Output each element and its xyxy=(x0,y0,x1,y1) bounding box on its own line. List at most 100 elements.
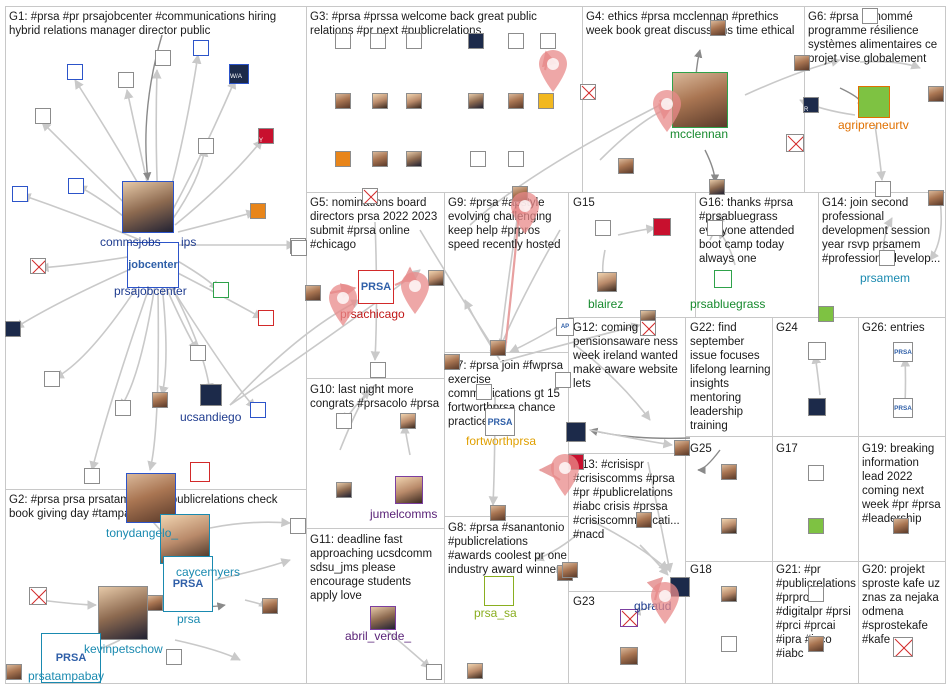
node-abril-verde-avatar[interactable] xyxy=(370,606,396,630)
node-logo[interactable] xyxy=(808,398,826,416)
node-logo[interactable] xyxy=(155,50,171,66)
node-avatar[interactable] xyxy=(428,270,444,286)
node-logo[interactable] xyxy=(862,8,878,24)
node-jumelcomms-avatar[interactable] xyxy=(395,476,423,504)
node-avatar[interactable] xyxy=(305,285,321,301)
node-label-prsabluegrass[interactable]: prsabluegrass xyxy=(690,297,766,311)
node-label-tonydangelo[interactable]: tonydangelo_ xyxy=(106,526,179,540)
node-avatar[interactable] xyxy=(721,586,737,602)
node-avatar[interactable] xyxy=(490,505,506,521)
node-label-commsjobs[interactable]: commsjobs xyxy=(100,235,161,249)
node-avatar[interactable] xyxy=(152,392,168,408)
node-avatar[interactable] xyxy=(406,93,422,109)
node-logo[interactable] xyxy=(808,518,824,534)
node-logo[interactable] xyxy=(35,108,51,124)
node-logo[interactable] xyxy=(595,220,611,236)
node-avatar[interactable] xyxy=(893,518,909,534)
node-logo[interactable] xyxy=(879,250,895,266)
node-label-prsajobcenter[interactable]: prsajobcenter xyxy=(114,284,187,298)
node-blairez-avatar[interactable] xyxy=(597,272,617,292)
node-avatar[interactable] xyxy=(636,512,652,528)
node-logo[interactable]: R xyxy=(803,97,819,113)
node-avatar[interactable] xyxy=(928,86,944,102)
node-logo[interactable] xyxy=(67,64,83,80)
node-label-agripreneurtv[interactable]: agripreneurtv xyxy=(838,118,909,132)
node-fortworthprsa-logo[interactable]: PRSA xyxy=(485,408,515,436)
node-avatar[interactable] xyxy=(6,664,22,680)
node-label-ips[interactable]: ips xyxy=(181,235,197,249)
node-logo[interactable] xyxy=(213,282,229,298)
node-agripreneurtv-logo[interactable] xyxy=(858,86,890,118)
node-logo[interactable] xyxy=(818,306,834,322)
node-logo[interactable] xyxy=(566,422,586,442)
node-logo[interactable] xyxy=(707,220,723,236)
node-avatar[interactable] xyxy=(147,595,163,611)
node-logo[interactable] xyxy=(875,181,891,197)
node-logo[interactable] xyxy=(118,72,134,88)
node-avatar[interactable] xyxy=(400,413,416,429)
node-logo[interactable] xyxy=(508,33,524,49)
node-avatar[interactable] xyxy=(508,93,524,109)
node-avatar[interactable] xyxy=(490,340,506,356)
node-logo[interactable] xyxy=(470,151,486,167)
node-logo[interactable] xyxy=(370,33,386,49)
node-logo[interactable] xyxy=(335,33,351,49)
node-logo[interactable] xyxy=(250,402,266,418)
node-label-ucsandiego[interactable]: ucsandiego xyxy=(180,410,242,424)
node-logo[interactable] xyxy=(12,186,28,202)
node-label-prsachicago[interactable]: prsachicago xyxy=(340,307,405,321)
node-label-caycemyers[interactable]: caycemyers xyxy=(176,565,241,579)
node-prsa-logo[interactable]: PRSA xyxy=(163,556,213,612)
node-label-prsa-sa[interactable]: prsa_sa xyxy=(474,606,517,620)
node-label-fortworthprsa[interactable]: fortworthprsa xyxy=(466,434,537,448)
node-placeholder[interactable] xyxy=(620,609,638,627)
node-label-blairez[interactable]: blairez xyxy=(588,297,624,311)
node-logo[interactable] xyxy=(290,518,306,534)
node-logo[interactable] xyxy=(426,664,442,680)
node-avatar[interactable] xyxy=(674,440,690,456)
node-logo[interactable]: PRSA xyxy=(893,342,913,362)
node-avatar[interactable] xyxy=(808,636,824,652)
node-logo[interactable] xyxy=(30,258,46,274)
node-avatar[interactable] xyxy=(126,473,176,523)
node-logo[interactable]: AP xyxy=(556,318,574,336)
node-logo[interactable]: W/A xyxy=(229,64,249,84)
node-placeholder[interactable] xyxy=(640,320,656,336)
node-placeholder[interactable] xyxy=(580,84,596,100)
node-label-abril-verde[interactable]: abril_verde_ xyxy=(345,629,412,643)
node-prsatampabay-logo[interactable]: PRSA xyxy=(41,633,101,683)
node-logo[interactable] xyxy=(808,465,824,481)
node-logo[interactable]: Y xyxy=(258,128,274,144)
node-logo[interactable] xyxy=(250,203,266,219)
node-logo[interactable] xyxy=(468,33,484,49)
node-logo[interactable] xyxy=(540,33,556,49)
node-logo[interactable] xyxy=(166,649,182,665)
node-label-jumelcomms[interactable]: jumelcomms xyxy=(370,507,438,521)
node-logo[interactable]: PRSA xyxy=(893,398,913,418)
node-prsachicago-logo[interactable]: PRSA xyxy=(358,270,394,304)
node-logo[interactable] xyxy=(200,384,222,406)
node-avatar[interactable] xyxy=(406,151,422,167)
node-avatar[interactable] xyxy=(467,663,483,679)
node-avatar[interactable] xyxy=(928,190,944,206)
node-avatar[interactable] xyxy=(794,55,810,71)
node-avatar[interactable] xyxy=(372,151,388,167)
node-logo[interactable] xyxy=(68,178,84,194)
node-logo[interactable] xyxy=(44,371,60,387)
node-label-prsa[interactable]: prsa xyxy=(177,612,201,626)
node-logo[interactable] xyxy=(291,240,307,256)
node-logo[interactable] xyxy=(555,372,571,388)
node-placeholder[interactable] xyxy=(786,134,804,152)
node-logo[interactable] xyxy=(190,462,210,482)
node-logo[interactable] xyxy=(808,586,824,602)
node-prsa-sa-logo[interactable] xyxy=(484,576,514,606)
node-logo[interactable] xyxy=(508,151,524,167)
node-avatar[interactable] xyxy=(468,93,484,109)
node-avatar[interactable] xyxy=(372,93,388,109)
node-avatar[interactable] xyxy=(160,514,210,564)
node-avatar[interactable] xyxy=(98,586,148,640)
node-logo[interactable] xyxy=(5,321,21,337)
node-avatar[interactable] xyxy=(262,598,278,614)
node-commsjobs-avatar[interactable] xyxy=(122,181,174,233)
node-logo[interactable] xyxy=(538,93,554,109)
